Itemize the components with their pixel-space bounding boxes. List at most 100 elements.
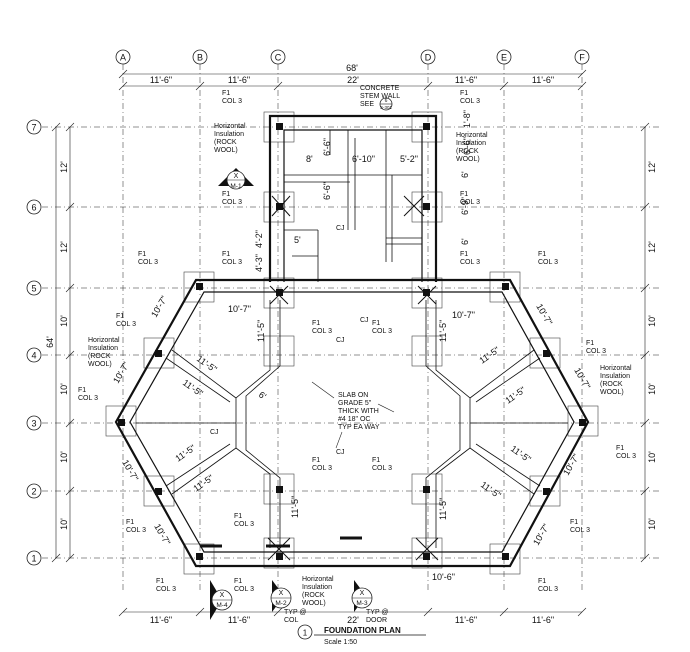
svg-text:F1: F1 [312, 457, 320, 464]
section-marker-m3: X M-3 [351, 580, 373, 612]
svg-text:6: 6 [385, 98, 388, 104]
svg-text:2: 2 [31, 487, 36, 497]
grid-bubble-3: 3 [26, 415, 42, 431]
svg-text:X: X [234, 173, 239, 180]
svg-text:COL 3: COL 3 [372, 328, 392, 335]
svg-text:8': 8' [306, 154, 313, 164]
svg-text:(ROCK: (ROCK [600, 381, 623, 388]
svg-text:10'-7": 10'-7" [534, 302, 554, 327]
svg-text:4'-2": 4'-2" [254, 230, 264, 248]
svg-text:TYP @: TYP @ [284, 609, 307, 616]
drawing-title: 1 FOUNDATION PLAN Scale 1:50 [297, 624, 426, 646]
grid-bubble-5: 5 [26, 280, 42, 296]
svg-text:11'-5": 11'-5" [256, 320, 266, 342]
svg-text:F1: F1 [372, 457, 380, 464]
svg-text:Insulation: Insulation [214, 131, 244, 138]
svg-text:WOOL): WOOL) [456, 156, 480, 163]
columns [118, 123, 586, 560]
dim-bottom-4: 11'-6" [455, 615, 477, 625]
dim-bottom-1: 11'-6" [150, 615, 172, 625]
svg-text:11'-5": 11'-5" [438, 498, 448, 520]
svg-text:WOOL): WOOL) [600, 389, 624, 396]
svg-text:X: X [220, 592, 225, 599]
svg-text:COL 3: COL 3 [222, 98, 242, 105]
grid-row-bubbles: 7 6 5 4 3 2 1 [26, 119, 42, 566]
grid-bubble-4: 4 [26, 347, 42, 363]
svg-text:D: D [425, 53, 432, 63]
dim-top-2: 11'-6" [228, 75, 250, 85]
svg-text:10'-7": 10'-7" [452, 310, 475, 320]
left-dimensions: 64' 12' 12' 10' 10' 10' 10' [45, 122, 75, 563]
svg-text:10'-7": 10'-7" [111, 360, 131, 385]
svg-text:COL 3: COL 3 [156, 586, 176, 593]
svg-text:11'-5": 11'-5" [477, 345, 501, 366]
svg-text:F1: F1 [460, 191, 468, 198]
svg-text:COL 3: COL 3 [460, 98, 480, 105]
svg-text:TYP @: TYP @ [366, 609, 389, 616]
svg-text:Insulation: Insulation [302, 584, 332, 591]
svg-text:COL 3: COL 3 [570, 527, 590, 534]
svg-text:THICK WITH: THICK WITH [338, 408, 379, 415]
svg-text:F1: F1 [460, 251, 468, 258]
typ-door-note: TYP @ DOOR [366, 609, 389, 624]
dim-right-3: 10' [647, 315, 657, 327]
dim-right-1: 12' [647, 161, 657, 173]
svg-text:C: C [275, 53, 282, 63]
grid-bubble-6: 6 [26, 199, 42, 215]
svg-text:M-2: M-2 [275, 600, 287, 607]
right-dimensions: 12' 12' 10' 10' 10' 10' [640, 122, 657, 563]
svg-text:GRADE 5": GRADE 5" [338, 400, 372, 407]
svg-text:4: 4 [31, 351, 36, 361]
svg-text:COL 3: COL 3 [116, 321, 136, 328]
svg-text:B: B [197, 53, 203, 63]
svg-text:COL 3: COL 3 [78, 395, 98, 402]
svg-text:COL 3: COL 3 [616, 453, 636, 460]
svg-text:7: 7 [31, 123, 36, 133]
dim-left-2: 12' [59, 241, 69, 253]
svg-text:COL 3: COL 3 [586, 348, 606, 355]
stem-wall-note: CONCRETE STEM WALL SEE 6 S-301 [360, 85, 400, 111]
insulation-note-bottom: Horizontal Insulation (ROCK WOOL) [302, 576, 334, 607]
dim-top-5: 11'-6" [532, 75, 554, 85]
svg-text:CJ: CJ [210, 429, 219, 436]
svg-text:10'-7": 10'-7" [149, 294, 169, 319]
svg-text:Horizontal: Horizontal [88, 337, 120, 344]
svg-text:11'-5": 11'-5" [290, 496, 300, 518]
svg-text:M-1: M-1 [230, 183, 242, 190]
svg-text:M-3: M-3 [356, 600, 368, 607]
section-marker-m4: X M-4 [210, 580, 233, 620]
dim-right-4: 10' [647, 383, 657, 395]
svg-text:COL 3: COL 3 [312, 465, 332, 472]
svg-text:1: 1 [303, 629, 308, 638]
svg-text:F1: F1 [222, 251, 230, 258]
svg-text:WOOL): WOOL) [214, 147, 238, 154]
svg-text:11'-5": 11'-5" [191, 473, 215, 494]
scale-text: Scale 1:50 [324, 639, 357, 646]
svg-text:WOOL): WOOL) [88, 361, 112, 368]
svg-text:Insulation: Insulation [600, 373, 630, 380]
svg-text:F: F [579, 53, 585, 63]
svg-text:6'-6": 6'-6" [322, 182, 332, 200]
svg-text:3: 3 [31, 419, 36, 429]
grid-lines [42, 64, 660, 590]
svg-text:COL 3: COL 3 [222, 259, 242, 266]
svg-text:6'-6": 6'-6" [322, 138, 332, 156]
svg-text:CJ: CJ [336, 337, 345, 344]
svg-text:5: 5 [31, 284, 36, 294]
cross-marks [267, 195, 439, 561]
svg-text:Insulation: Insulation [88, 345, 118, 352]
svg-text:5': 5' [294, 235, 301, 245]
svg-text:10'-7": 10'-7" [152, 522, 172, 547]
grid-bubble-2: 2 [26, 483, 42, 499]
